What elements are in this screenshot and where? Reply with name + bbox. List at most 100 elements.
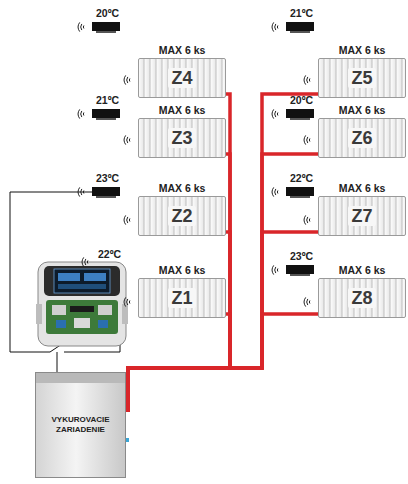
signal-arc [306, 137, 308, 143]
signal-arc [129, 300, 130, 303]
signal-arc [274, 24, 276, 30]
temperature-label: 22ºC [98, 248, 121, 260]
capacity-note: MAX 6 ks [318, 44, 406, 56]
signal-arc [304, 75, 305, 84]
signal-arc [277, 190, 278, 193]
zone-label: Z8 [348, 288, 375, 308]
temperature-label: 23ºC [96, 172, 119, 184]
signal-arc [126, 137, 128, 143]
zone-label: Z7 [348, 206, 375, 226]
signal-arc [274, 267, 276, 273]
signal-arc [126, 299, 128, 305]
heating-pipe [126, 154, 230, 410]
radiator-body: Z7 [318, 196, 406, 236]
signal-arc [304, 135, 305, 144]
device-top [36, 373, 125, 383]
heating-pipe [126, 314, 230, 410]
capacity-note: MAX 6 ks [138, 264, 226, 276]
signal-arc [306, 217, 308, 223]
signal-arc [309, 300, 310, 303]
wireless-signal [78, 22, 310, 306]
signal-arc [277, 112, 278, 115]
signal-arc [83, 112, 84, 115]
zone-label: Z3 [168, 128, 195, 148]
heating-pipe [126, 232, 318, 410]
radiator: MAX 6 ks Z6 [318, 104, 406, 158]
heating-pipe [126, 232, 230, 410]
signal-arc [78, 109, 79, 118]
controller [36, 262, 128, 346]
signal-arc [306, 299, 308, 305]
zone-label: Z4 [168, 68, 195, 88]
temperature-label: 20ºC [290, 94, 313, 106]
signal-arc [78, 22, 79, 31]
heating-pipe [126, 154, 318, 410]
signal-arc [309, 138, 310, 141]
signal-arc [124, 135, 125, 144]
capacity-note: MAX 6 ks [318, 182, 406, 194]
signal-arc [80, 189, 82, 195]
radiator-body: Z3 [138, 118, 226, 158]
heating-device: VYKUROVACIE ZARIADENIE [35, 372, 126, 478]
radiator-body: Z5 [318, 58, 406, 98]
signal-arc [274, 111, 276, 117]
signal-arc [126, 217, 128, 223]
signal-arc [124, 75, 125, 84]
signal-arc [274, 189, 276, 195]
temperature-label: 20ºC [96, 7, 119, 19]
signal-arc [304, 297, 305, 306]
heating-pipe [126, 94, 318, 410]
signal-arc [272, 187, 273, 196]
radiator: MAX 6 ks Z5 [318, 44, 406, 98]
capacity-note: MAX 6 ks [138, 104, 226, 116]
radiator-body: Z2 [138, 196, 226, 236]
capacity-note: MAX 6 ks [318, 104, 406, 116]
capacity-note: MAX 6 ks [138, 182, 226, 194]
signal-arc [82, 257, 83, 266]
signal-arc [87, 260, 88, 263]
signal-arc [80, 24, 82, 30]
radiator-body: Z1 [138, 278, 226, 318]
signal-arc [277, 268, 278, 271]
signal-arc [84, 259, 86, 265]
radiator: MAX 6 ks Z4 [138, 44, 226, 98]
radiator: MAX 6 ks Z2 [138, 182, 226, 236]
radiator-body: Z4 [138, 58, 226, 98]
signal-arc [272, 265, 273, 274]
radiator: MAX 6 ks Z1 [138, 264, 226, 318]
thermostat [92, 22, 314, 276]
zone-label: Z6 [348, 128, 375, 148]
device-label: VYKUROVACIE ZARIADENIE [36, 415, 125, 435]
signal-arc [309, 78, 310, 81]
capacity-note: MAX 6 ks [318, 264, 406, 276]
temperature-label: 21ºC [96, 94, 119, 106]
signal-arc [272, 109, 273, 118]
radiator-body: Z8 [318, 278, 406, 318]
heating-pipe [126, 314, 318, 410]
signal-arc [80, 111, 82, 117]
signal-arc [304, 215, 305, 224]
zone-label: Z5 [348, 68, 375, 88]
temperature-label: 21ºC [290, 7, 313, 19]
signal-arc [124, 215, 125, 224]
zone-label: Z1 [168, 288, 195, 308]
capacity-note: MAX 6 ks [138, 44, 226, 56]
radiator: MAX 6 ks Z3 [138, 104, 226, 158]
temperature-label: 23ºC [290, 250, 313, 262]
signal-arc [83, 190, 84, 193]
signal-arc [129, 218, 130, 221]
radiator-body: Z6 [318, 118, 406, 158]
heating-pipe [126, 94, 230, 410]
radiator: MAX 6 ks Z8 [318, 264, 406, 318]
signal-arc [83, 25, 84, 28]
signal-arc [277, 25, 278, 28]
signal-arc [129, 78, 130, 81]
signal-arc [306, 77, 308, 83]
radiator: MAX 6 ks Z7 [318, 182, 406, 236]
zone-label: Z2 [168, 206, 195, 226]
signal-arc [124, 297, 125, 306]
signal-arc [309, 218, 310, 221]
signal-arc [78, 187, 79, 196]
signal-arc [272, 22, 273, 31]
signal-arc [129, 138, 130, 141]
